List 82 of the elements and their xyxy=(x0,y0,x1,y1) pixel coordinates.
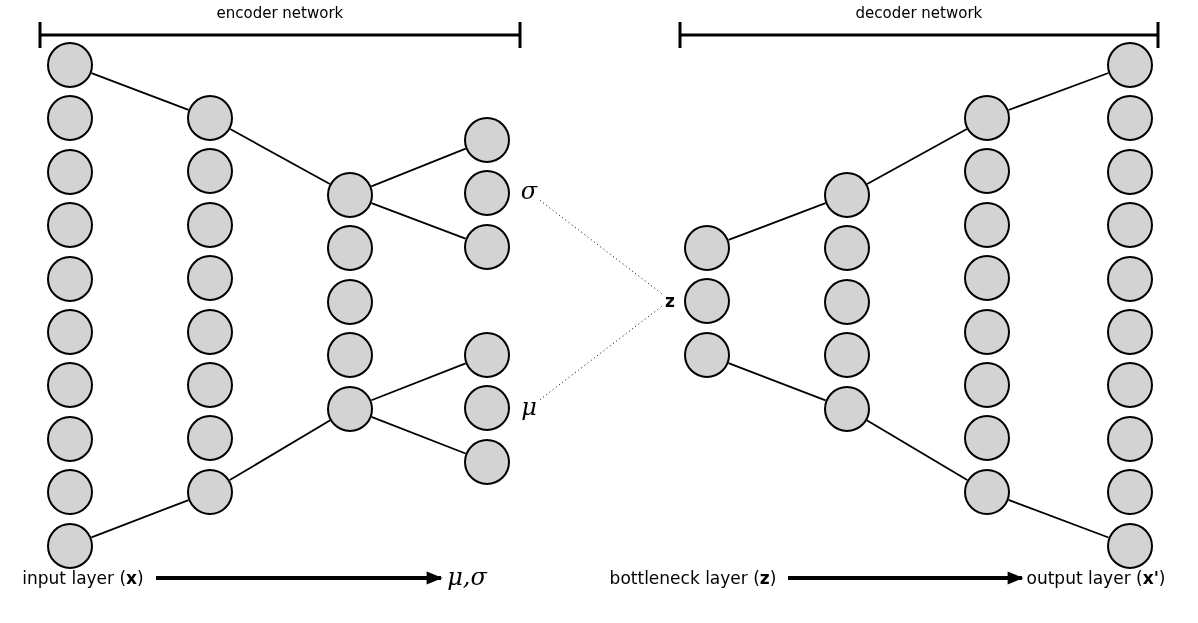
connection-line xyxy=(370,362,467,402)
neuron-circle xyxy=(824,385,870,432)
neuron-circle xyxy=(964,95,1010,141)
neuron-circle xyxy=(327,225,373,272)
neuron-circle xyxy=(1107,255,1153,302)
neuron-circle xyxy=(47,415,93,462)
dotted-line xyxy=(539,199,664,296)
neuron-circle xyxy=(47,309,93,355)
neuron-circle xyxy=(464,170,510,217)
neuron-circle xyxy=(684,225,730,271)
neuron-circle xyxy=(327,278,373,325)
connection-line xyxy=(865,419,969,481)
neuron-circle xyxy=(187,415,233,462)
connection-line xyxy=(90,499,190,539)
neuron-circle xyxy=(187,362,233,408)
neuron-circle xyxy=(47,95,93,142)
neuron-circle xyxy=(327,385,373,432)
neuron-circle xyxy=(964,201,1010,248)
connection-line xyxy=(370,202,467,240)
connection-line xyxy=(727,362,827,402)
neuron-circle xyxy=(1107,148,1153,195)
parameter-label: μ,σ xyxy=(441,562,493,594)
section-label: encoder network xyxy=(216,3,344,23)
neuron-circle xyxy=(1107,362,1153,409)
neuron-circle xyxy=(187,95,233,141)
neuron-circle xyxy=(1107,42,1153,88)
arrow xyxy=(156,571,443,585)
neuron-circle xyxy=(464,332,510,378)
connection-line xyxy=(228,419,332,481)
dotted-line xyxy=(539,304,664,401)
parameter-symbol: σ xyxy=(518,176,540,208)
connection-line xyxy=(370,416,467,455)
neuron-circle xyxy=(964,415,1010,462)
neuron-circle xyxy=(187,308,233,355)
neuron-circle xyxy=(47,362,93,409)
arrow xyxy=(788,571,1024,585)
neuron-circle xyxy=(327,172,373,218)
neuron-circle xyxy=(824,332,870,379)
neuron-circle xyxy=(464,223,510,270)
neuron-circle xyxy=(964,468,1010,515)
neuron-circle xyxy=(1107,202,1153,249)
neuron-circle xyxy=(47,522,93,569)
neuron-circle xyxy=(187,255,233,302)
neuron-circle xyxy=(47,469,93,516)
neuron-circle xyxy=(964,255,1010,302)
connection-line xyxy=(90,72,190,111)
layer-label: bottleneck layer (z) xyxy=(598,566,788,590)
neuron-circle xyxy=(47,202,93,249)
section-label: decoder network xyxy=(855,3,983,23)
neuron-circle xyxy=(684,278,730,325)
neuron-circle xyxy=(464,117,510,163)
neuron-circle xyxy=(964,148,1010,195)
neuron-circle xyxy=(1107,415,1153,462)
neuron-circle xyxy=(1107,309,1153,355)
connection-line xyxy=(866,128,968,185)
neuron-circle xyxy=(187,148,233,195)
layer-label: input layer (x) xyxy=(10,566,156,590)
connection-line xyxy=(1007,72,1110,111)
neuron-circle xyxy=(187,201,233,248)
latent-variable-label: z xyxy=(663,289,677,311)
neuron-circle xyxy=(1107,95,1153,142)
neuron-circle xyxy=(327,332,373,379)
layer-label: output layer (x') xyxy=(1022,566,1170,590)
neuron-circle xyxy=(464,385,510,432)
neuron-circle xyxy=(187,468,233,515)
neuron-circle xyxy=(47,255,93,302)
neuron-circle xyxy=(824,278,870,325)
connection-line xyxy=(1007,499,1110,539)
neuron-circle xyxy=(824,225,870,272)
neuron-circle xyxy=(464,438,510,485)
neuron-circle xyxy=(1107,522,1153,569)
connection-line xyxy=(370,147,467,188)
connection-line xyxy=(727,202,827,241)
neuron-circle xyxy=(964,308,1010,355)
connection-line xyxy=(229,128,331,185)
neuron-circle xyxy=(1107,469,1153,516)
neuron-circle xyxy=(47,42,93,88)
neuron-circle xyxy=(964,362,1010,408)
parameter-symbol: μ xyxy=(518,392,540,424)
neuron-circle xyxy=(684,331,730,378)
neuron-circle xyxy=(824,172,870,218)
neuron-circle xyxy=(47,148,93,195)
